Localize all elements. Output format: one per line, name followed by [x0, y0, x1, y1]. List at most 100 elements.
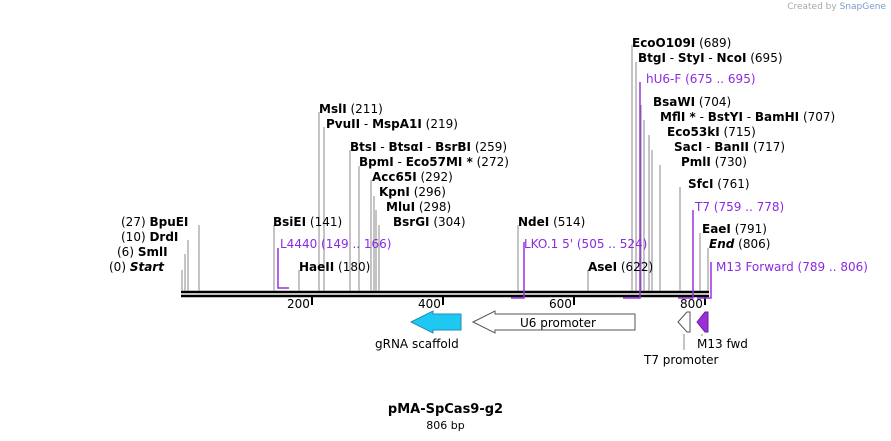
site-label-part: Acc65I	[372, 170, 417, 184]
site-label-part: -	[696, 110, 708, 124]
site-leader-lines	[181, 45, 709, 291]
site-label-part: AseI	[588, 260, 617, 274]
site-label-part: (695)	[746, 51, 782, 65]
site-label-part: BsrBI	[435, 140, 471, 154]
site-label-bsrgi: BsrGI (304)	[393, 215, 466, 229]
site-label-part: SfcI	[688, 177, 713, 191]
site-label-part: NcoI	[717, 51, 747, 65]
site-label-part: StyI	[678, 51, 705, 65]
site-label-bsawi: BsaWI (704)	[653, 95, 731, 109]
site-label-part: (704)	[695, 95, 731, 109]
site-label-part: -	[666, 51, 678, 65]
feature-label-u6-promoter: U6 promoter	[520, 316, 596, 330]
site-label-part: Eco57MI *	[406, 155, 474, 169]
site-label-part: BtsI	[350, 140, 377, 154]
site-label-part: (149 .. 166)	[317, 237, 391, 251]
feature-m13-fwd-arrow	[696, 311, 709, 333]
site-label-pvuii: PvuII - MspA1I (219)	[326, 117, 458, 131]
site-label-btsi: BtsI - BtsαI - BsrBI (259)	[350, 140, 507, 154]
site-label-start: (0) Start	[109, 260, 165, 274]
site-label-part: (259)	[471, 140, 507, 154]
site-label-btgi: BtgI - StyI - NcoI (695)	[638, 51, 783, 65]
site-label-part: BamHI	[755, 110, 799, 124]
site-label-bsiei: BsiEI (141)	[273, 215, 342, 229]
site-label-part: MslI	[319, 102, 347, 116]
site-label-part: (791)	[731, 222, 767, 236]
site-label-part: (10)	[121, 230, 149, 244]
site-label-part: BtsαI	[388, 140, 423, 154]
site-label-mlui: MluI (298)	[386, 200, 451, 214]
site-label-part: T7	[694, 200, 710, 214]
site-label-part: hU6-F	[646, 72, 681, 86]
site-label-part: BsaWI	[653, 95, 695, 109]
site-label-ecoo109i: EcoO109I (689)	[632, 36, 731, 50]
ruler-label-200: 200	[287, 297, 310, 311]
feature-label-t7-promoter: T7 promoter	[643, 353, 719, 367]
site-label-part: EcoO109I	[632, 36, 695, 50]
site-label-part: -	[394, 155, 406, 169]
site-label-part: M13 Forward	[716, 260, 794, 274]
site-label-drdi: (10) DrdI	[121, 230, 178, 244]
site-label-part: Eco53kI	[667, 125, 720, 139]
site-label-bpmi: BpmI - Eco57MI * (272)	[359, 155, 509, 169]
site-label-part: (806)	[734, 237, 770, 251]
site-label-part: BpuEI	[149, 215, 188, 229]
site-label-part: (759 .. 778)	[710, 200, 784, 214]
site-label-part: L4440	[280, 237, 317, 251]
site-label-part: (730)	[711, 155, 747, 169]
site-label-part: (304)	[430, 215, 466, 229]
site-label-part: LKO.1 5'	[524, 237, 573, 251]
credit: Created by SnapGene	[787, 2, 886, 12]
site-label-smli: (6) SmlI	[117, 245, 168, 259]
site-label-part: PvuII	[326, 117, 360, 131]
site-label-mfli: MflI * - BstYI - BamHI (707)	[660, 110, 835, 124]
site-label-part: PmlI	[681, 155, 711, 169]
site-label-part: (0)	[109, 260, 130, 274]
site-label-part: BanII	[714, 140, 749, 154]
site-label-part: Start	[130, 260, 165, 274]
site-label-part: (292)	[417, 170, 453, 184]
ruler-label-400: 400	[418, 297, 441, 311]
site-label-part: BsiEI	[273, 215, 306, 229]
site-label-part: (6)	[117, 245, 138, 259]
site-label-part: (211)	[347, 102, 383, 116]
site-label-part: (27)	[121, 215, 149, 229]
site-label-part: (717)	[749, 140, 785, 154]
site-label-part: (298)	[415, 200, 451, 214]
site-label-part: -	[423, 140, 435, 154]
site-label-part: End	[709, 237, 735, 251]
plasmid-name: pMA-SpCas9-g2	[387, 402, 504, 417]
site-label-part: (675 .. 695)	[681, 72, 755, 86]
ruler-label-800: 800	[680, 297, 703, 311]
site-label-part: KpnI	[379, 185, 410, 199]
site-label-part: -	[705, 51, 717, 65]
site-label-part: (707)	[799, 110, 835, 124]
site-label-part: MluI	[386, 200, 415, 214]
snapgene-logo: SnapGene	[839, 2, 886, 12]
ruler-label-600: 600	[549, 297, 572, 311]
site-label-eco53ki: Eco53kI (715)	[667, 125, 756, 139]
feature-label-m13-fwd: M13 fwd	[697, 337, 748, 351]
site-label-part: -	[743, 110, 755, 124]
site-label-part: (622)	[617, 260, 653, 274]
primer-m13f	[697, 262, 712, 299]
site-label-hu6f: hU6-F (675 .. 695)	[646, 72, 756, 86]
feature-label-grna-scaffold: gRNA scaffold	[375, 337, 459, 351]
site-label-asei: AseI (622)	[588, 260, 653, 274]
primer-l4440	[277, 248, 289, 289]
feature-grna-scaffold-arrow	[409, 310, 462, 334]
site-label-part: (514)	[549, 215, 585, 229]
site-label-part: MflI *	[660, 110, 696, 124]
feature-u6-promoter-arrow	[471, 310, 636, 334]
site-label-part: BstYI	[708, 110, 743, 124]
site-label-part: HaeII	[299, 260, 334, 274]
site-label-lko1: LKO.1 5' (505 .. 524)	[524, 237, 647, 251]
site-label-part: EaeI	[702, 222, 731, 236]
site-label-part: (761)	[713, 177, 749, 191]
site-label-acc65i: Acc65I (292)	[372, 170, 453, 184]
feature-t7-promoter-arrow	[677, 311, 691, 333]
primer-lko1	[511, 242, 525, 299]
site-label-part: BpmI	[359, 155, 394, 169]
site-label-part: MspA1I	[372, 117, 422, 131]
